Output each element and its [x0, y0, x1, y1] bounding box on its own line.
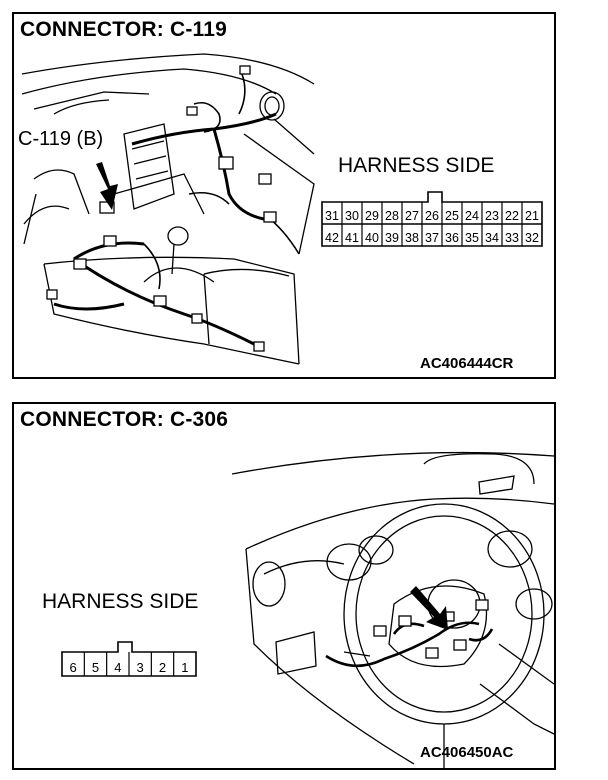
- connector-c119-pin-diagram: 31 30 29 28 27 26 25 24 23 22 21 42 41 40 39 38 37 36 35 34…: [321, 191, 543, 247]
- pin-c306-6: 6: [70, 660, 77, 675]
- connector-c306-panel: CONNECTOR: C-306: [12, 402, 556, 770]
- pin-c119-23: 23: [485, 209, 499, 223]
- harness-side-label-c306: HARNESS SIDE: [42, 590, 199, 613]
- connector-c119-title: CONNECTOR: C-119: [20, 18, 228, 41]
- pin-c119-27: 27: [405, 209, 419, 223]
- pin-c306-5: 5: [92, 660, 99, 675]
- pin-c119-34: 34: [485, 231, 499, 245]
- pin-c119-22: 22: [505, 209, 519, 223]
- pin-c306-3: 3: [137, 660, 144, 675]
- callout-c119-b: C-119 (B): [18, 128, 104, 150]
- pin-c119-28: 28: [385, 209, 399, 223]
- figure-code-c306: AC406450AC: [420, 744, 514, 761]
- pin-c119-26: 26: [425, 209, 439, 223]
- pin-c306-2: 2: [159, 660, 166, 675]
- pin-c119-29: 29: [365, 209, 379, 223]
- pin-c119-37: 37: [425, 231, 439, 245]
- pin-c119-30: 30: [345, 209, 359, 223]
- pin-c119-31: 31: [325, 209, 339, 223]
- dashboard-harness-illustration: [21, 53, 315, 365]
- pin-c119-25: 25: [445, 209, 459, 223]
- pin-c119-24: 24: [465, 209, 479, 223]
- figure-code: AC406444CR: [420, 355, 514, 372]
- pin-c119-33: 33: [505, 231, 519, 245]
- pin-c119-36: 36: [445, 231, 459, 245]
- pin-c119-40: 40: [365, 231, 379, 245]
- pin-c119-35: 35: [465, 231, 479, 245]
- connector-c119-panel: CONNECTOR: C-119: [12, 12, 556, 379]
- harness-side-label: HARNESS SIDE: [338, 154, 495, 177]
- pin-c119-32: 32: [525, 231, 539, 245]
- steering-wheel-illustration: [231, 451, 554, 768]
- pin-c306-1: 1: [181, 660, 188, 675]
- pin-c119-38: 38: [405, 231, 419, 245]
- pin-c119-21: 21: [525, 209, 539, 223]
- pin-c306-4: 4: [114, 660, 121, 675]
- connector-c306-title: CONNECTOR: C-306: [20, 408, 229, 431]
- pin-c119-39: 39: [385, 231, 399, 245]
- pin-c119-41: 41: [345, 231, 359, 245]
- pin-c119-42: 42: [325, 231, 339, 245]
